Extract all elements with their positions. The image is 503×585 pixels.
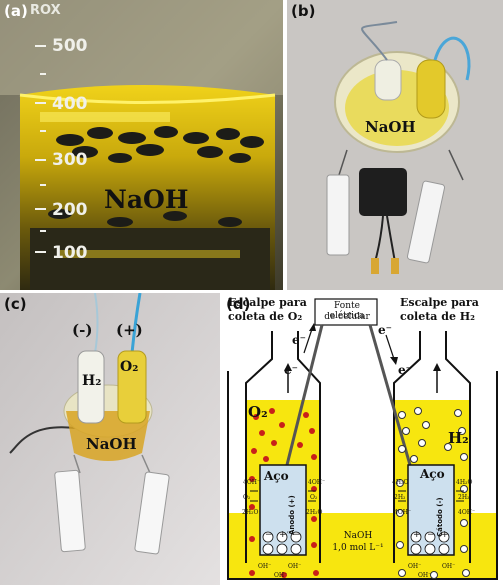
minus-terminal-label: (-) [72, 321, 93, 339]
electron-left-top: e⁻ [292, 333, 306, 347]
anode-o2-right: O₂ [310, 494, 318, 501]
cathode-ion-1: + [413, 530, 421, 540]
cathode-oh-bottom-2: OH⁻ [442, 563, 456, 570]
setup-photo-side [0, 293, 220, 585]
anode-oh-bottom-2: OH⁻ [288, 563, 302, 570]
power-source-line1: Fonte elétrica [329, 301, 365, 321]
h2-collection-tube [393, 331, 471, 563]
cathode-oh-bottom-3: OH⁻ [418, 572, 432, 579]
panel-d-label: (d) [226, 295, 251, 313]
phone-charger [359, 168, 407, 216]
panel-b-label: (b) [291, 2, 316, 20]
electron-left-mid: e⁻ [284, 363, 298, 377]
outer-container [227, 371, 498, 580]
left-title-line2: coleta de O₂ [228, 310, 303, 323]
beaker-photo [0, 0, 283, 290]
scale-100: 100 [52, 243, 88, 263]
power-source-line2: de celular [324, 312, 370, 322]
panel-a-label: (a) [4, 2, 28, 20]
electrolyte-line2: 1,0 mol L⁻¹ [332, 543, 384, 553]
naoh-label-b: NaOH [365, 118, 416, 136]
electron-right-mid: e⁻ [398, 363, 412, 377]
left-title-line1: Escalpe para [228, 296, 307, 309]
electron-right-top: e⁻ [378, 323, 392, 337]
steel-label-anode: Aço [264, 469, 289, 483]
scale-500: 500 [52, 36, 88, 56]
plus-terminal-label: (+) [116, 321, 143, 339]
anode-h2o-right: 2H₂O [306, 509, 323, 516]
panel-d-diagram: (d) Escalpe para coleta de O₂ Escalpe pa… [222, 293, 503, 585]
o2-tube-label: O₂ [120, 359, 139, 375]
beaker-scale-marks [35, 45, 46, 253]
panel-c-photo: (c) (-) (+) H₂ O₂ NaOH [0, 293, 220, 585]
ion-markers [262, 531, 450, 555]
scale-400: 400 [52, 94, 88, 114]
electrolyte-line1: NaOH [343, 531, 373, 541]
cathode-ion-3: + [441, 530, 449, 540]
cathode-h2o-right: 4H₂O [456, 479, 473, 486]
anode-h2o-left: 2H₂O [242, 509, 259, 516]
cathode-oh-right: 4OH⁻ [458, 509, 476, 516]
h2-tube-label: H₂ [82, 373, 102, 389]
panel-a-photo: (a) ROX 500 400 300 200 100 NaOH [0, 0, 283, 290]
anode-oh-left: 4OH⁻ [243, 479, 261, 486]
right-title-line2: coleta de H₂ [400, 310, 475, 323]
setup-photo-top [287, 0, 503, 290]
naoh-label-c: NaOH [86, 435, 137, 453]
beaker-top-mark: ROX [30, 3, 61, 18]
naoh-label-a: NaOH [104, 185, 189, 214]
scale-200: 200 [52, 200, 88, 220]
anode-oh-bottom-1: OH⁻ [258, 563, 272, 570]
anode-ion-3: − [293, 530, 301, 540]
anode-oh-right: 4OH⁻ [308, 479, 326, 486]
anode-ion-1: − [265, 530, 273, 540]
panel-b-photo: (b) NaOH [287, 0, 503, 290]
steel-label-cathode: Aço [420, 467, 445, 481]
steel-wool-pellets [30, 126, 270, 290]
electrolysis-schematic [227, 298, 498, 580]
cathode-label: Cátodo (-) [436, 497, 444, 537]
power-source-box [314, 298, 378, 326]
scale-300: 300 [52, 150, 88, 170]
anode-oh-bottom-3: OH⁻ [274, 572, 288, 579]
cathode-oh-left: 4OH⁻ [394, 509, 412, 516]
cathode-h2-left: 2H₂ [394, 494, 406, 501]
h2-bubbles [396, 407, 470, 579]
h2-gas-label: H₂ [448, 429, 469, 447]
o2-gas-label: O₂ [248, 403, 268, 421]
cathode-oh-bottom-1: OH⁻ [408, 563, 422, 570]
cathode-h2o-left: 4H₂O [392, 479, 409, 486]
anode-ion-2: + [279, 530, 287, 540]
panel-c-label: (c) [4, 295, 27, 313]
anode-label: Ânodo (+) [288, 495, 296, 535]
cathode-h2-right: 2H₂ [458, 494, 470, 501]
anode-o2-left: O₂ [243, 494, 251, 501]
cathode-ion-2: − [427, 530, 435, 540]
right-title-line1: Escalpe para [400, 296, 479, 309]
